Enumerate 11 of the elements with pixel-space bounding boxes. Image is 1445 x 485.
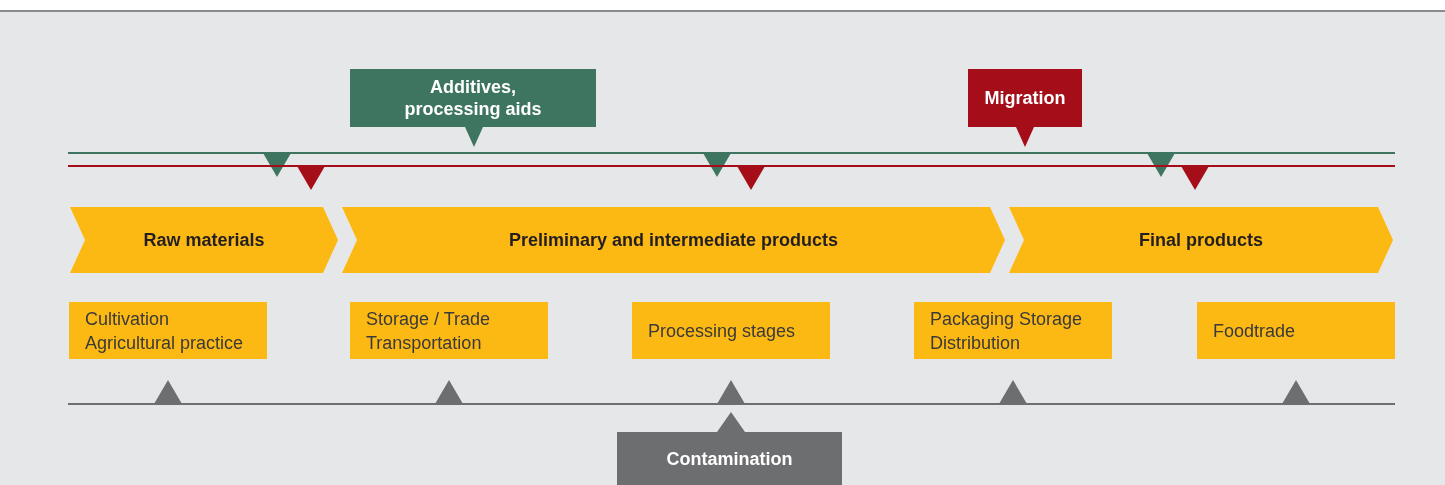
step-box: Foodtrade <box>1197 302 1395 359</box>
step-box: Cultivation Agricultural practice <box>69 302 267 359</box>
stage-band: Raw materials <box>70 207 338 273</box>
callout-box: Additives, processing aids <box>350 69 596 147</box>
callout-box: Migration <box>968 69 1082 147</box>
callout-box: Contamination <box>617 412 842 485</box>
step-box: Storage / Trade Transportation <box>350 302 548 359</box>
step-box: Processing stages <box>632 302 830 359</box>
stage-band: Final products <box>1009 207 1393 273</box>
stage-band: Preliminary and intermediate products <box>342 207 1005 273</box>
step-box: Packaging Storage Distribution <box>914 302 1112 359</box>
